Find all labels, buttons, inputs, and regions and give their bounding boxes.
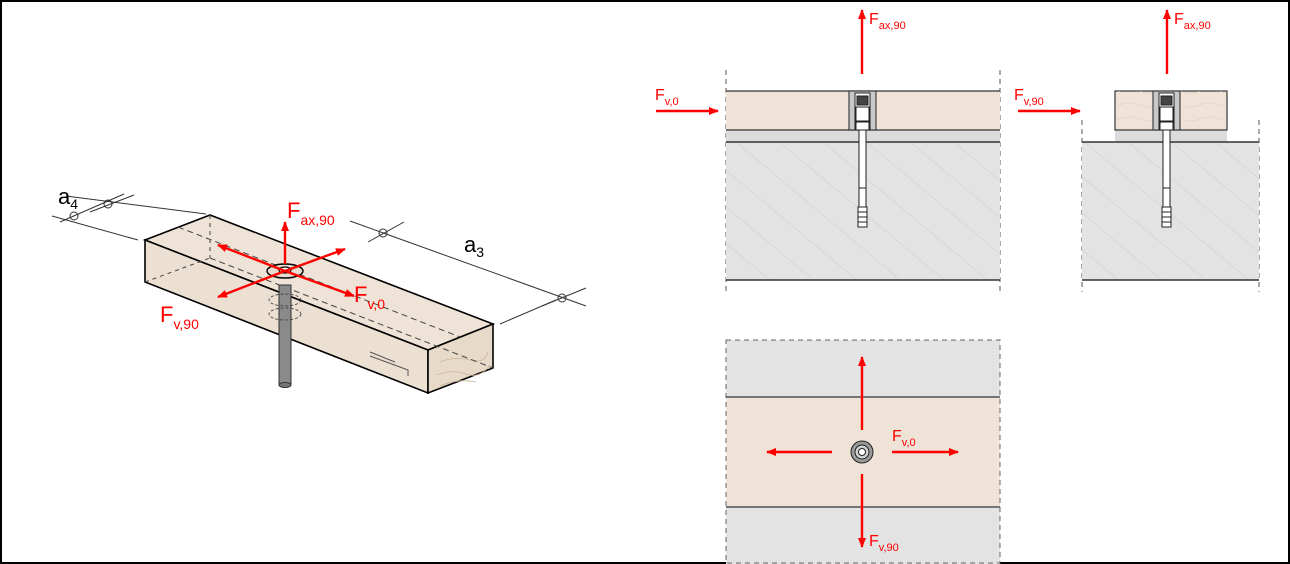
iso-label-a3: a3 xyxy=(464,232,484,260)
iso-label-fv90: Fv,90 xyxy=(160,302,199,332)
timber-beam xyxy=(142,214,496,395)
cross-label-fax90: Fax,90 xyxy=(1174,11,1211,32)
plan-label-fv0: Fv,0 xyxy=(892,428,916,449)
plan-label-fv90: Fv,90 xyxy=(869,533,899,554)
dim-a3-lines xyxy=(349,220,587,325)
dim-a4-lines xyxy=(51,193,207,241)
iso-arrow-v0-pos xyxy=(284,269,355,298)
anchor-section-cross xyxy=(1152,90,1181,228)
iso-arrow-v90-neg xyxy=(217,269,286,299)
iso-label-a4: a4 xyxy=(58,184,78,212)
long-label-fv0: Fv,0 xyxy=(655,87,679,108)
plan-anchor xyxy=(850,440,874,464)
iso-arrow-v0-neg xyxy=(217,243,286,273)
iso-arrow-v90-pos xyxy=(284,247,346,273)
plan-view: Fv,0 Fv,90 xyxy=(725,339,1001,564)
iso-label-fv0: Fv,0 xyxy=(354,282,385,312)
long-label-fax90: Fax,90 xyxy=(869,11,906,32)
anchor-section-long xyxy=(848,90,877,228)
longitudinal-section: Fax,90 Fv,0 xyxy=(655,9,1001,292)
iso-label-fax90: Fax,90 xyxy=(287,198,335,228)
isometric-view: a4 a3 Fax,90 Fv,0 Fv,90 xyxy=(51,184,587,395)
cross-section: Fax,90 Fv,90 xyxy=(1014,9,1260,292)
iso-force-arrows xyxy=(217,221,355,299)
cross-label-fv90: Fv,90 xyxy=(1014,87,1044,108)
